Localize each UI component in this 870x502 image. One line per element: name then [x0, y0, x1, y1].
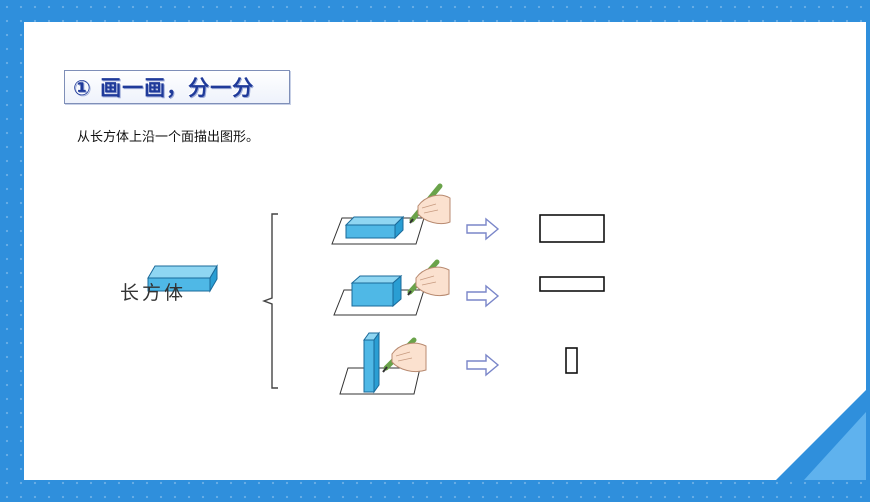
row-3-tracing-scene: [339, 331, 427, 395]
row-1-arrow-icon: [466, 217, 500, 241]
section-title: ① 画一画，分一分: [73, 76, 255, 100]
cuboid-illustration: [147, 264, 218, 293]
row-2-traced-rectangle: [539, 276, 605, 292]
hand-with-pencil-icon: [409, 183, 451, 225]
row-2-arrow-icon: [466, 284, 500, 308]
row-3-traced-rectangle: [565, 347, 578, 374]
row-2-tracing-scene: [333, 259, 450, 316]
hand-with-pencil-icon: [407, 259, 450, 297]
row-1-tracing-scene: [331, 183, 451, 245]
row-1-traced-rectangle: [539, 214, 605, 243]
corner-decoration: [776, 390, 866, 480]
brace-bracket: [262, 213, 278, 389]
cuboid-label: 长方体: [120, 282, 187, 304]
hand-with-pencil-icon: [382, 337, 427, 373]
section-title-box: ① 画一画，分一分: [64, 70, 290, 104]
instruction-text: 从长方体上沿一个面描出图形。: [77, 130, 260, 145]
row-3-arrow-icon: [466, 353, 500, 377]
